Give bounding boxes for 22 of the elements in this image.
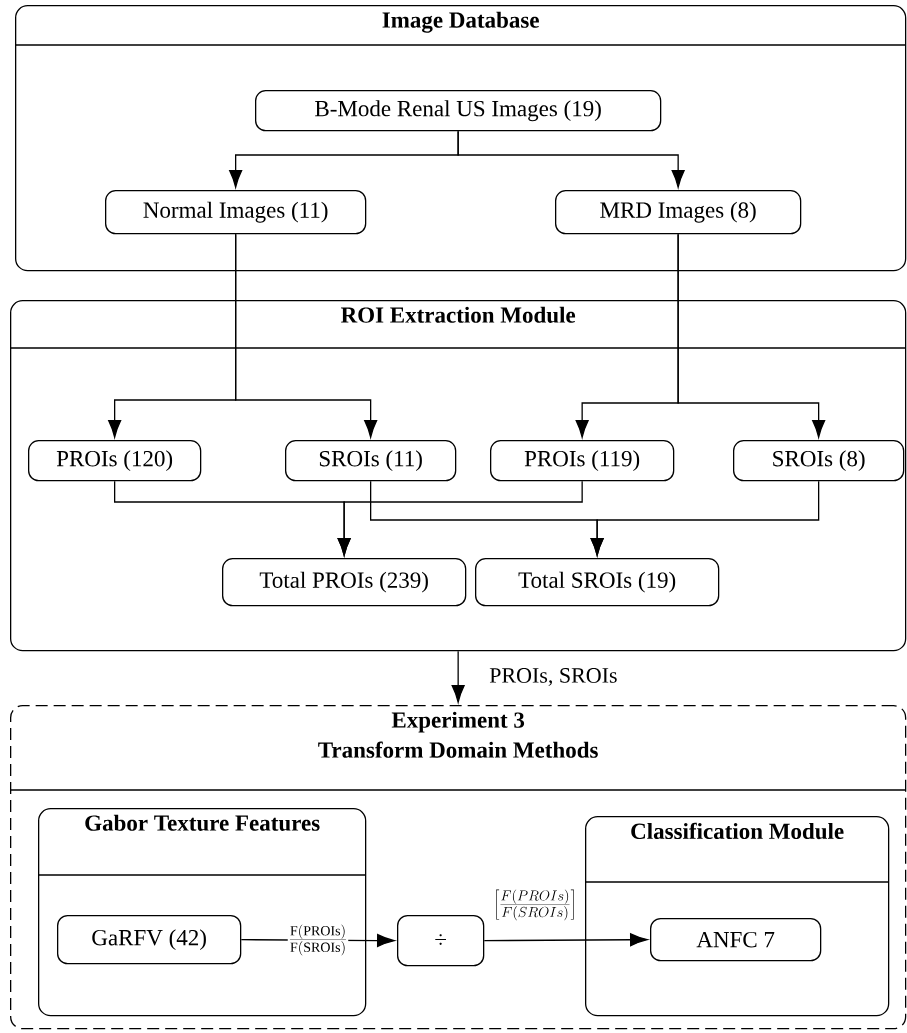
arrow — [590, 480, 820, 556]
edge-label: $\frac{\mathrm{F(PROIs)}}{\mathrm{F(SROIs)}}$ — [287, 923, 349, 957]
process-box: MRD Images (8) — [555, 190, 802, 235]
arrow — [483, 933, 648, 947]
process-box: ANFC 7 — [650, 918, 822, 962]
process-box: Total PROIs (239) — [222, 558, 467, 607]
arrow — [337, 480, 583, 556]
process-box: B-Mode Renal US Images (19) — [255, 90, 662, 132]
process-box: Normal Images (11) — [105, 190, 367, 235]
edge-label: PROIs, SROIs — [488, 667, 619, 687]
process-box: SROIs (11) — [285, 440, 457, 482]
process-box: SROIs (8) — [733, 440, 905, 482]
process-box: PROIs (119) — [490, 440, 675, 482]
arrow — [451, 650, 465, 703]
edge-label: $\left[\frac{F(PROIs)}{F(SROIs)}\right]$ — [492, 888, 578, 922]
process-box: GaRFV (42) — [57, 915, 242, 965]
process-box: ÷ — [397, 915, 485, 967]
arrow — [457, 130, 685, 188]
process-box: Total SROIs (19) — [475, 558, 720, 607]
arrow — [235, 233, 378, 438]
arrow — [677, 233, 826, 438]
process-box: PROIs (120) — [28, 440, 202, 482]
